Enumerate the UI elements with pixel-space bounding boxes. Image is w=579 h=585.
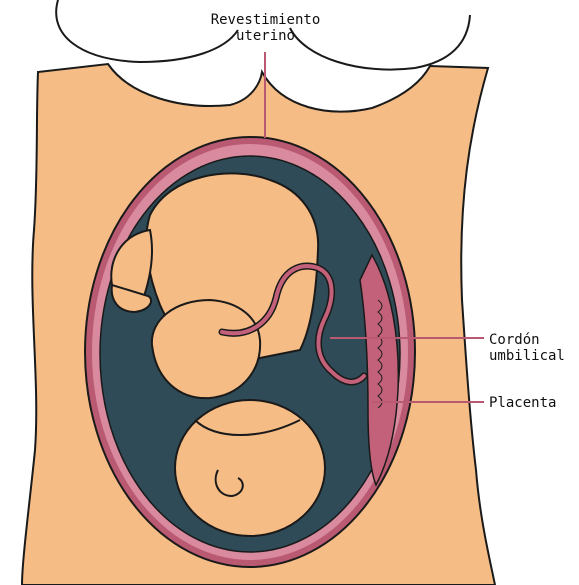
umbilical-cord-label: Cordón umbilical <box>489 332 565 364</box>
fetus-head <box>175 400 325 536</box>
fetus-arm <box>152 300 260 398</box>
umbilical-cord-label-line1: Cordón <box>489 332 565 348</box>
uterine-lining-label: Revestimiento uterino <box>193 12 338 44</box>
placenta-label: Placenta <box>489 395 556 411</box>
uterine-lining-label-line1: Revestimiento <box>193 12 338 28</box>
uterine-lining-label-line2: uterino <box>193 28 338 44</box>
umbilical-cord-label-line2: umbilical <box>489 348 565 364</box>
